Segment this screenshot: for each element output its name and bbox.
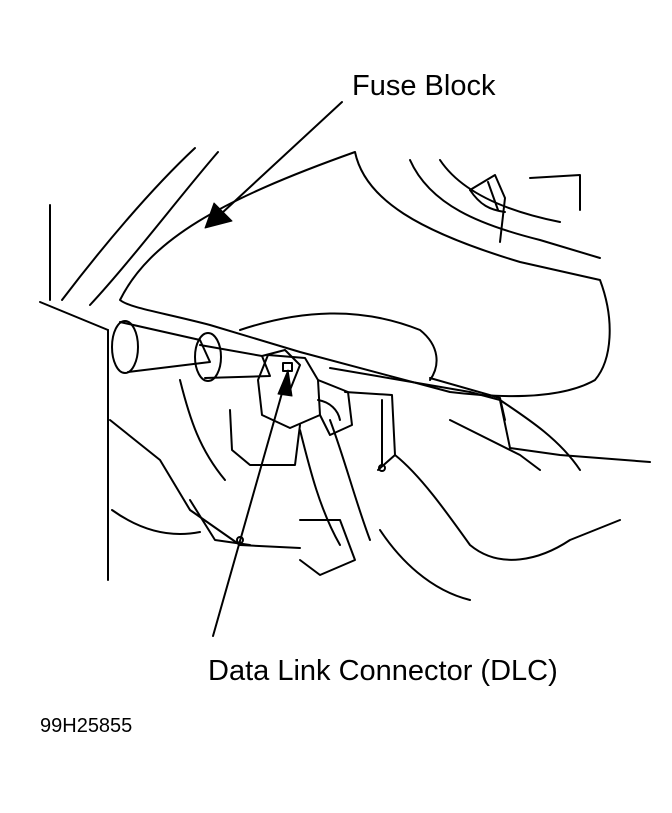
fuse-block-label: Fuse Block xyxy=(352,70,496,102)
dashboard-lower-cover xyxy=(120,152,610,396)
dlc-label: Data Link Connector (DLC) xyxy=(208,655,558,687)
fuse-block-leader xyxy=(204,102,342,229)
steering-column xyxy=(300,392,395,545)
upper-bracket xyxy=(470,175,505,242)
right-trim-panel xyxy=(330,368,650,600)
dlc-leader xyxy=(213,369,293,636)
left-kick-panel xyxy=(40,148,218,580)
dlc-connector-body xyxy=(230,355,352,465)
lower-left-structure xyxy=(110,380,355,575)
figure-id: 99H25855 xyxy=(40,715,133,737)
